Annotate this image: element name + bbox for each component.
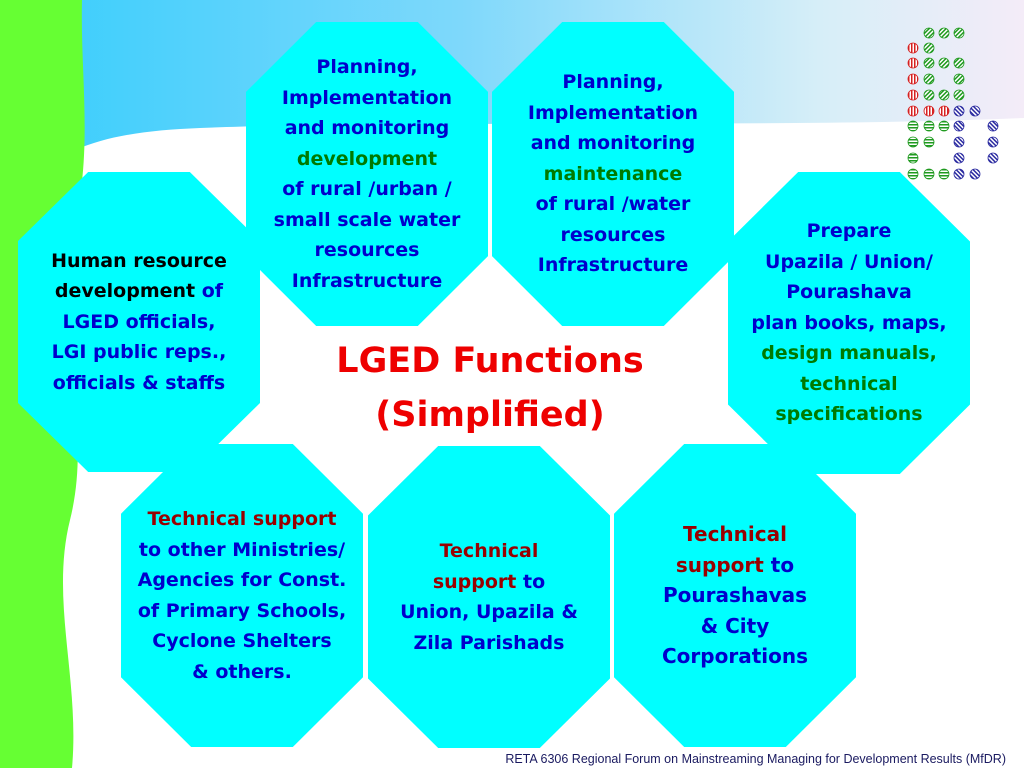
text-line: Cyclone Shelters <box>152 630 332 652</box>
text-line: technical <box>800 372 898 395</box>
text-line: Corporations <box>662 644 808 669</box>
page-title-line: (Simplified) <box>375 395 605 435</box>
text-line: Implementation <box>281 86 453 109</box>
text-line: development <box>296 147 438 170</box>
text-line: Human resource <box>51 249 227 272</box>
octagon-support-union-text: Technical support to Union, Upazila & Zi… <box>400 536 578 658</box>
page-title-line: LGED Functions <box>336 341 644 381</box>
text-span: development <box>54 280 196 303</box>
text-line: support to <box>662 550 808 581</box>
text-line: and monitoring <box>530 132 696 155</box>
text-line: Infrastructure <box>537 254 689 277</box>
text-line: of Primary Schools, <box>137 599 347 622</box>
octagon-support-pourashavas: Technical support to Pourashavas & City … <box>614 444 856 747</box>
text-span: to <box>763 552 795 577</box>
text-line: small scale water <box>273 208 461 231</box>
text-line: plan books, maps, <box>751 311 947 334</box>
text-line: Implementation <box>527 101 699 124</box>
text-line: and monitoring <box>284 117 450 139</box>
octagon-hr-development: Human resource development of LGED offic… <box>18 172 260 472</box>
octagon-support-ministries-text: Technical support to other Ministries/ A… <box>138 504 347 687</box>
text-line: officials & staffs <box>52 371 226 394</box>
logo-dots-icon <box>907 27 999 180</box>
octagon-planning-maintenance: Planning, Implementation and monitoring … <box>492 22 734 326</box>
text-span: to <box>516 570 546 593</box>
text-span: support <box>432 570 517 593</box>
text-line: Technical <box>683 522 787 547</box>
text-line: Pourashava <box>786 281 912 304</box>
text-span: of <box>195 280 224 303</box>
footer-caption: RETA 6306 Regional Forum on Mainstreamin… <box>505 752 1006 766</box>
text-line: Zila Parishads <box>413 631 565 654</box>
text-line: specifications <box>775 403 923 426</box>
octagon-support-pourashavas-text: Technical support to Pourashavas & City … <box>662 519 808 672</box>
octagon-planning-maintenance-text: Planning, Implementation and monitoring … <box>528 67 698 281</box>
text-line: to other Ministries/ <box>138 538 346 561</box>
octagon-planning-development: Planning, Implementation and monitoring … <box>246 22 488 326</box>
text-span: support <box>675 552 764 577</box>
octagon-planning-development-text: Planning, Implementation and monitoring … <box>274 52 461 296</box>
text-line: Agencies for Const. <box>137 569 347 591</box>
text-line: of rural /urban / <box>282 178 452 200</box>
text-line: maintenance <box>543 162 683 185</box>
text-line: Planning, <box>316 56 418 78</box>
octagon-support-union: Technical support to Union, Upazila & Zi… <box>368 446 610 748</box>
text-line: Technical support <box>147 508 337 530</box>
text-line: resources <box>314 239 420 261</box>
text-line: support to <box>400 567 578 598</box>
text-line: Infrastructure <box>291 269 443 292</box>
text-line: Upazila / Union/ <box>765 250 933 273</box>
text-line: LGED officials, <box>62 310 216 333</box>
octagon-support-ministries: Technical support to other Ministries/ A… <box>121 444 363 747</box>
text-line: resources <box>560 223 666 246</box>
text-line: LGI public reps., <box>51 341 227 364</box>
text-line: of rural /water <box>535 193 691 216</box>
text-line: & others. <box>192 660 292 683</box>
text-line: design manuals, <box>761 342 937 365</box>
text-line: Union, Upazila & <box>400 601 578 623</box>
page-title: LGED Functions (Simplified) <box>295 334 685 442</box>
octagon-hr-development-text: Human resource development of LGED offic… <box>51 246 227 399</box>
text-line: & City <box>700 613 770 638</box>
octagon-plan-books: Prepare Upazila / Union/ Pourashava plan… <box>728 172 970 474</box>
text-line: Prepare <box>806 220 892 243</box>
text-line: Pourashavas <box>662 583 808 608</box>
octagon-plan-books-text: Prepare Upazila / Union/ Pourashava plan… <box>751 216 946 430</box>
text-line: Planning, <box>562 71 664 94</box>
text-line: development of <box>51 276 227 307</box>
text-line: Technical <box>439 540 539 562</box>
